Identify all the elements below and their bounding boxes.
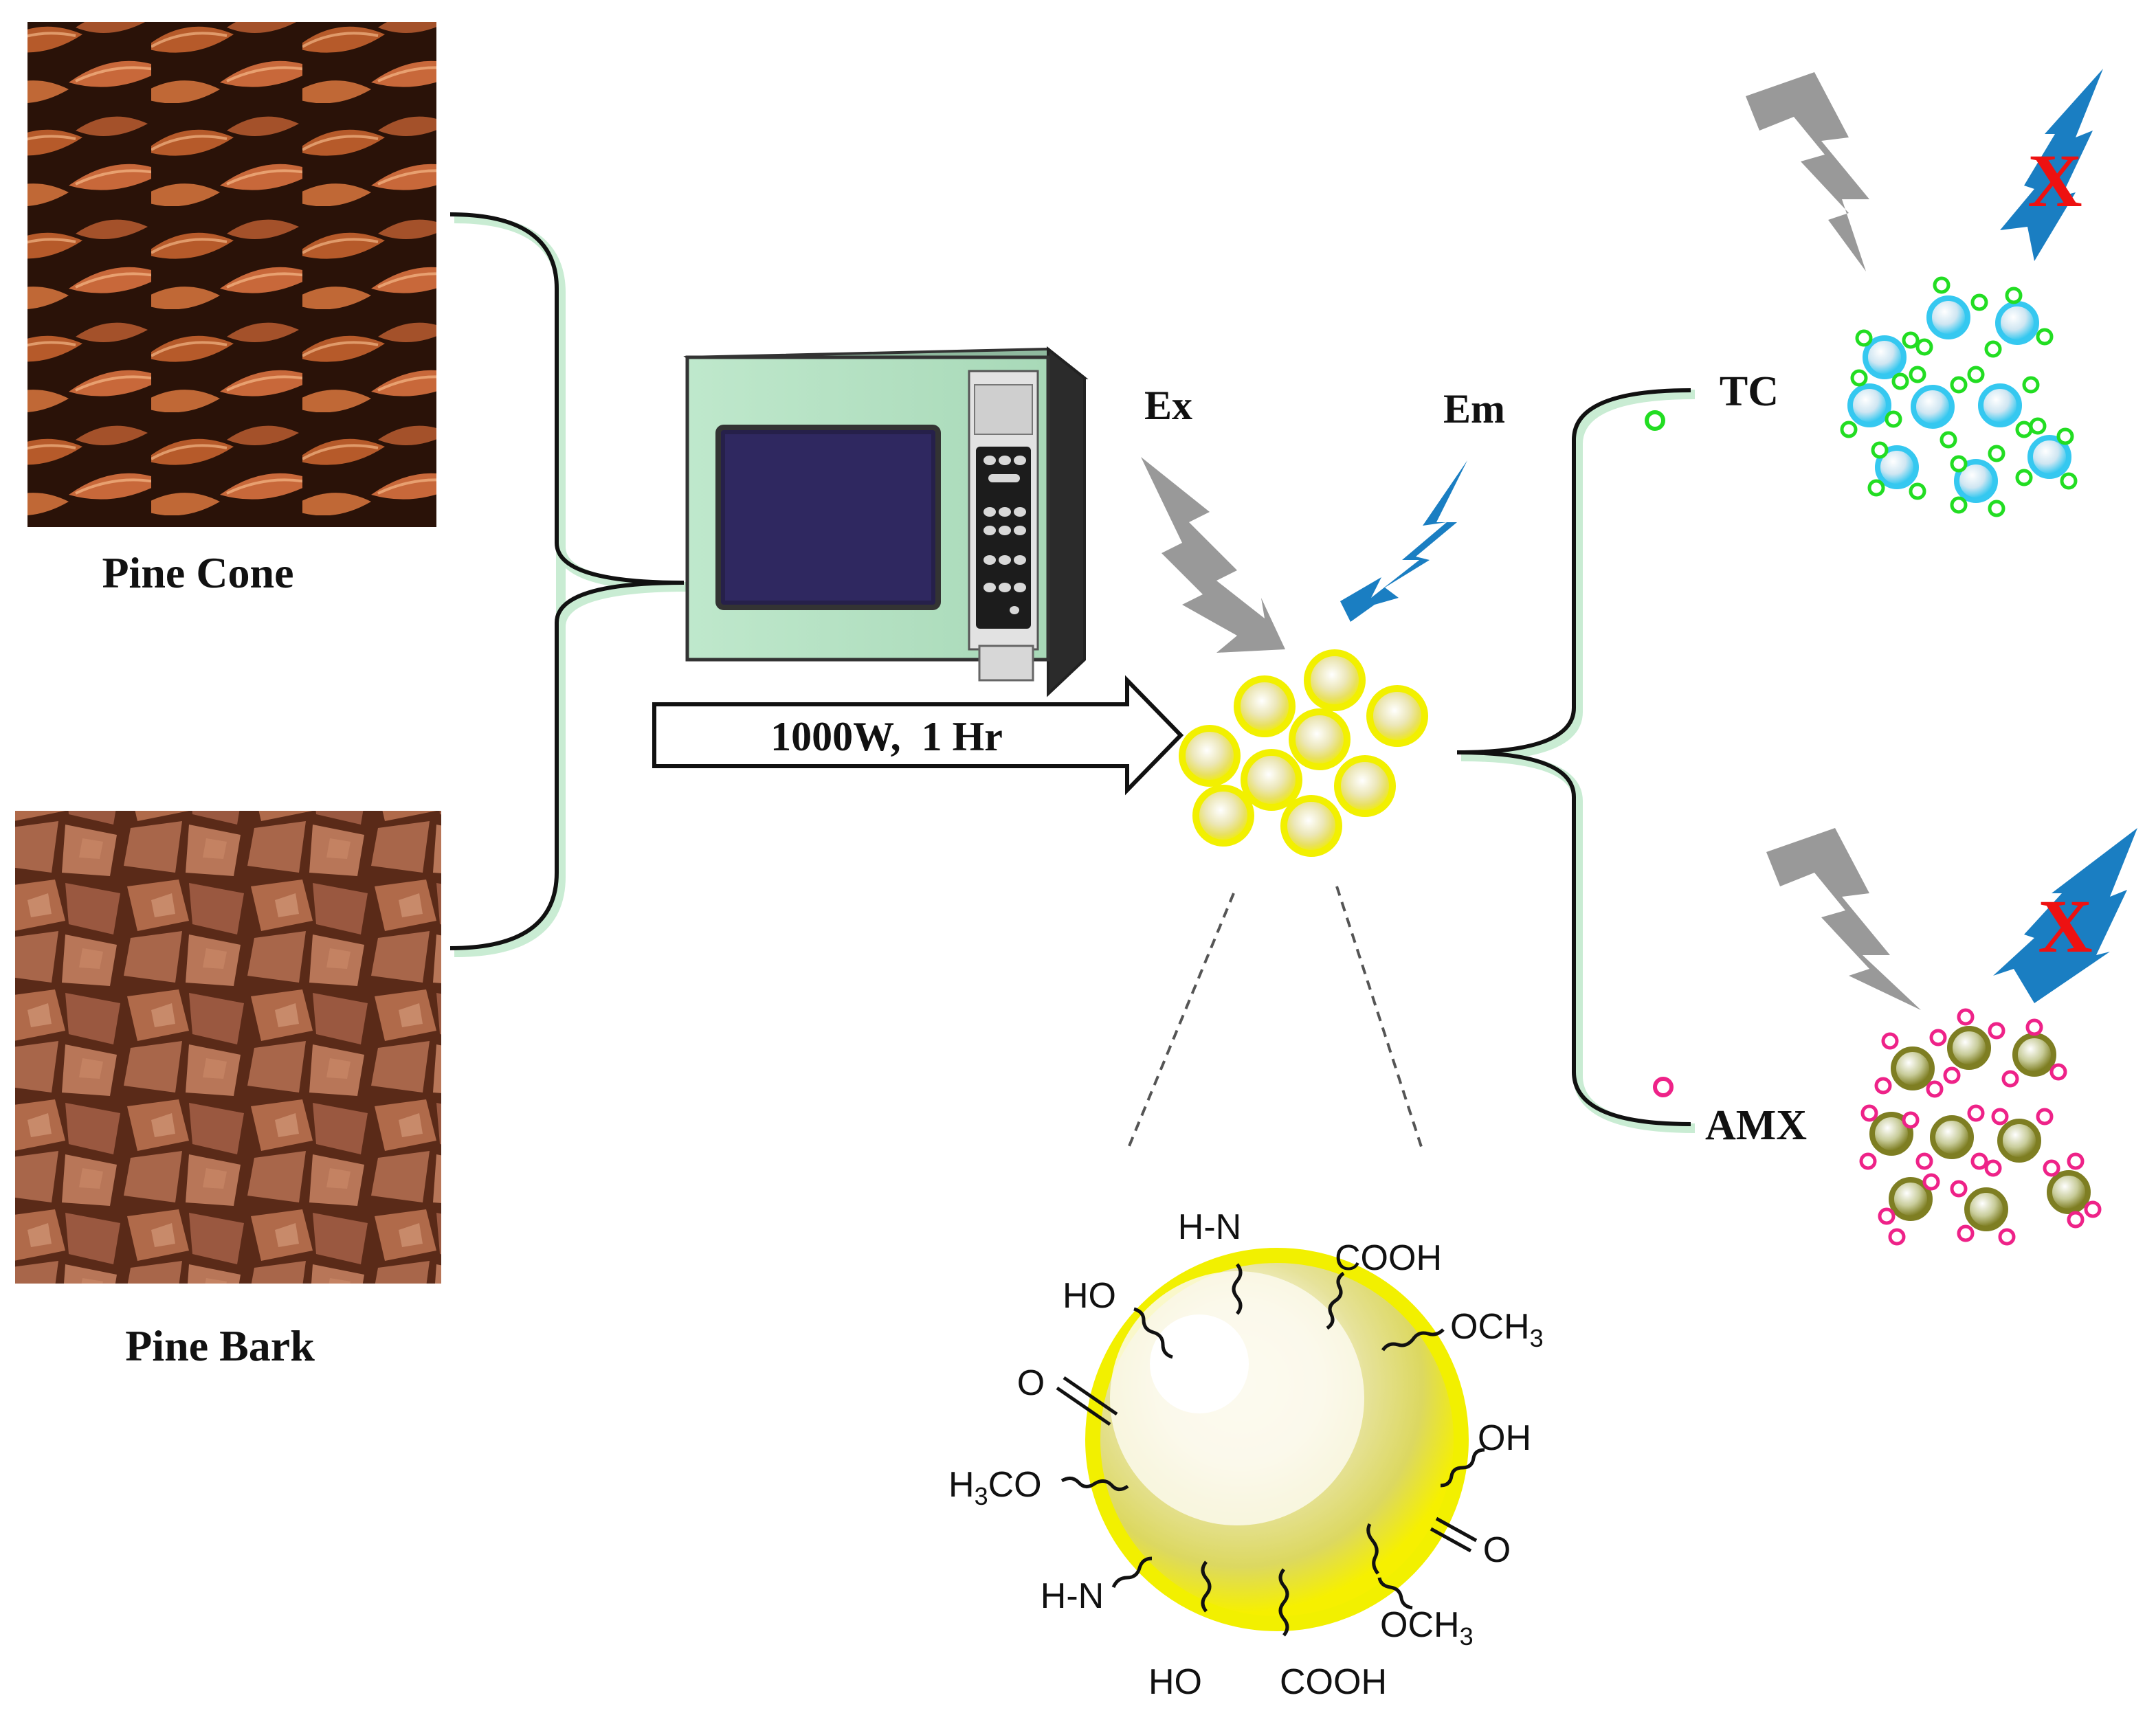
group-cooh-top: COOH [1335, 1238, 1442, 1278]
carbonyl-bonds [1056, 1376, 1478, 1553]
amx-excitation-bolt-icon [1766, 828, 1921, 1010]
group-h3co-left: H3CO [948, 1465, 1042, 1510]
tc-excitation-bolt-icon [1746, 72, 1869, 271]
group-hn-top: H-N [1178, 1207, 1241, 1247]
pine-cone-photo [27, 22, 436, 527]
amx-molecule-icon [1653, 1077, 1674, 1097]
group-och3-right: OCH3 [1450, 1307, 1544, 1352]
group-oh-right: OH [1478, 1418, 1531, 1458]
excitation-bolt-icon [1141, 457, 1285, 653]
microwave-icon [683, 346, 1089, 697]
tc-label: TC [1720, 368, 1779, 415]
functional-group-labels: H-N COOH HO OCH3 O OH H3CO O H-N OCH3 HO… [948, 1207, 1544, 1702]
zoom-line-right [1335, 886, 1424, 1152]
amx-emission-bolt-icon [1993, 828, 2137, 1003]
group-cooh-bottom: COOH [1280, 1662, 1387, 1702]
tc-quenched-cluster [1840, 276, 2078, 517]
pine-cone-label: Pine Cone [102, 548, 293, 597]
pine-bark-label: Pine Bark [125, 1321, 315, 1370]
zoom-line-left [1126, 893, 1235, 1152]
functional-group-bonds [1060, 1263, 1485, 1637]
tc-emission-bolt-icon [2000, 69, 2103, 261]
amx-quenched-cluster [1859, 1008, 2102, 1246]
source-bracket [454, 214, 689, 957]
group-carbonyl-o-right: O [1483, 1530, 1511, 1570]
tc-quench-mark: X [2027, 139, 2082, 223]
excitation-label: Ex [1144, 383, 1192, 428]
analyte-bracket-shadow [1460, 390, 1696, 1133]
tc-molecule-icon [1645, 410, 1665, 431]
analyte-bracket [1456, 388, 1691, 1126]
functionalized-carbon-dot [1085, 1248, 1469, 1631]
carbon-dot-cluster [1179, 649, 1428, 857]
process-arrow [652, 675, 1184, 796]
emission-bolt-icon [1340, 460, 1467, 622]
process-condition: 1000W, 1 Hr [770, 714, 1003, 759]
group-ho-bottom: HO [1148, 1662, 1202, 1702]
group-hn-bottom: H-N [1041, 1576, 1104, 1616]
source-bracket-line [449, 212, 685, 950]
group-ho-left: HO [1063, 1276, 1116, 1316]
amx-quench-mark: X [2038, 884, 2092, 968]
group-och3-bottom: OCH3 [1380, 1605, 1474, 1650]
emission-label: Em [1443, 386, 1505, 432]
group-carbonyl-o-left: O [1017, 1363, 1045, 1403]
pine-bark-photo [15, 811, 441, 1284]
amx-label: AMX [1705, 1102, 1807, 1149]
